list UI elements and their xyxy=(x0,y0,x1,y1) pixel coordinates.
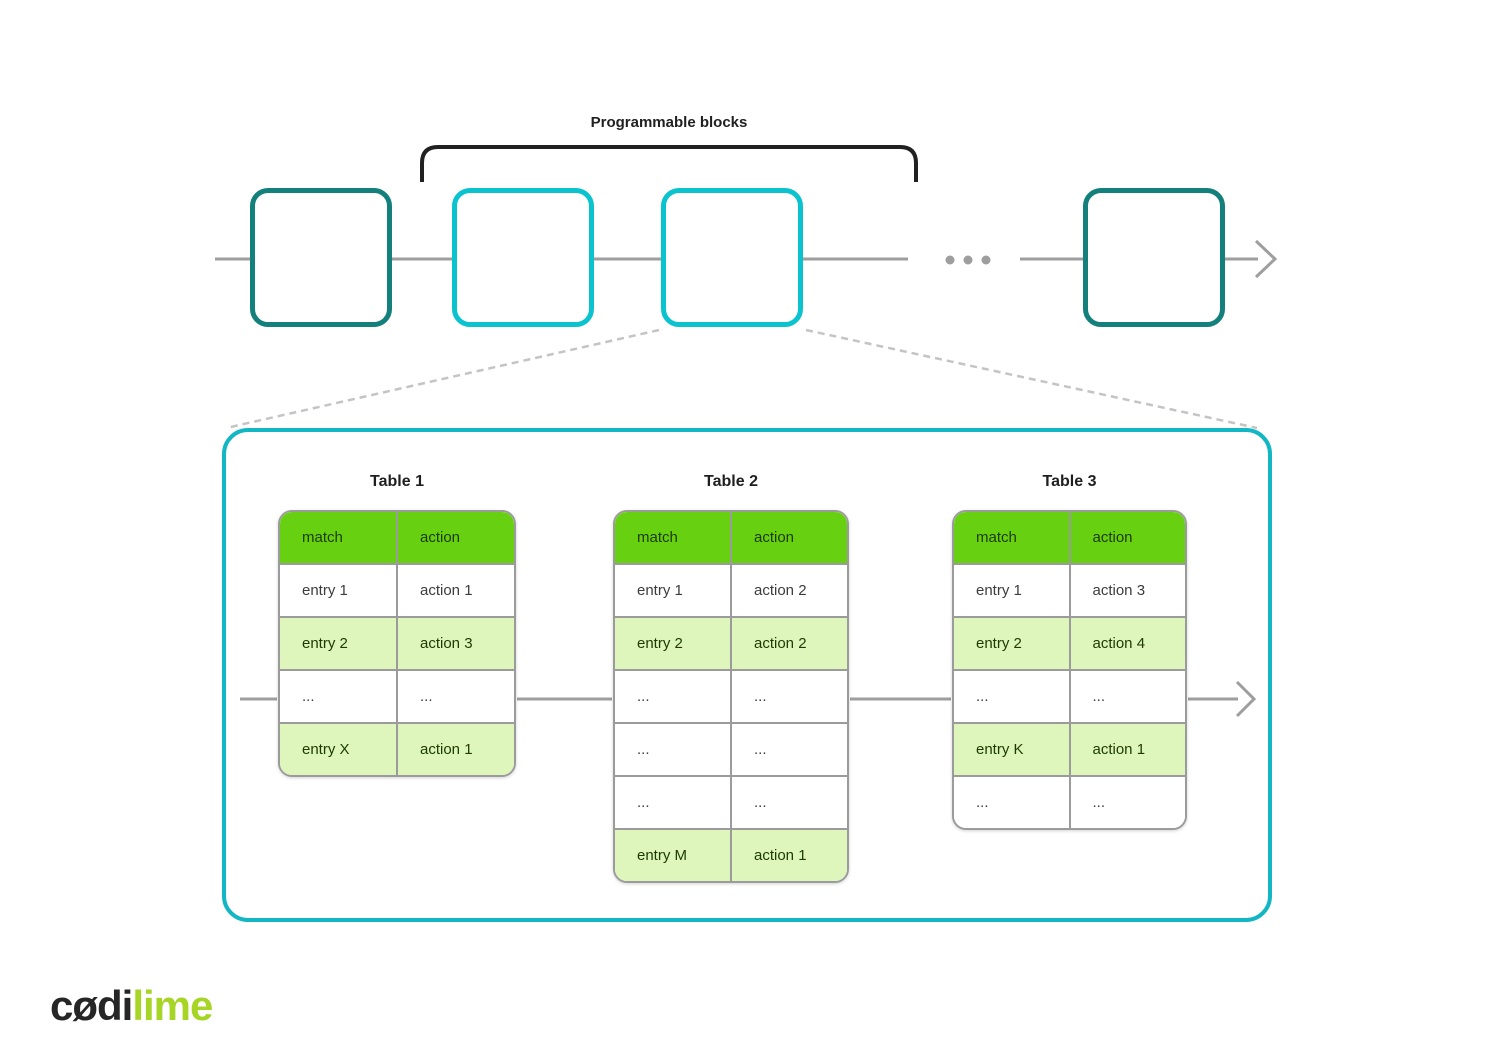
table-title: Table 3 xyxy=(1042,473,1097,490)
match-cell: entry M xyxy=(615,830,732,881)
programmable-blocks-label: Programmable blocks xyxy=(590,114,748,131)
table-2-wrap: Table 2 match action entry 1 action 2 en… xyxy=(613,473,849,883)
table-row: entry 2 action 2 xyxy=(615,616,847,669)
action-cell: ... xyxy=(754,741,767,758)
match-cell: ... xyxy=(615,724,732,775)
match-cell: entry 1 xyxy=(615,565,732,616)
table-row: entry 2 action 4 xyxy=(954,616,1185,669)
action-cell: action 2 xyxy=(754,582,807,599)
action-column-header: action xyxy=(1070,512,1185,563)
match-cell: ... xyxy=(954,671,1071,722)
table-header-row: match action xyxy=(954,512,1185,563)
match-cell: entry 1 xyxy=(954,565,1071,616)
action-cell: ... xyxy=(1092,794,1106,811)
action-cell: action 1 xyxy=(732,830,847,881)
table-row: ... ... xyxy=(954,775,1185,828)
table-row: ... ... xyxy=(280,669,514,722)
pipeline-block-3 xyxy=(661,188,803,327)
table-row: entry 1 action 1 xyxy=(280,563,514,616)
ellipsis-dots-icon xyxy=(945,255,991,265)
match-column-header: match xyxy=(954,512,1071,563)
match-cell: entry K xyxy=(954,724,1071,775)
match-cell: entry 2 xyxy=(280,618,398,669)
table-row: entry M action 1 xyxy=(615,828,847,881)
logo-codi-text: cødi xyxy=(50,982,133,1029)
zoom-dashed-line-left xyxy=(225,328,660,430)
match-cell: entry 2 xyxy=(615,618,732,669)
zoom-dashed-line-right xyxy=(805,328,1258,430)
action-cell: action 2 xyxy=(732,618,847,669)
match-cell: ... xyxy=(280,671,398,722)
action-cell: ... xyxy=(1092,688,1106,705)
match-column-header: match xyxy=(280,512,398,563)
table-flow-arrow-icon xyxy=(1235,680,1257,718)
action-column-header: action xyxy=(398,512,514,563)
programmable-blocks-bracket xyxy=(420,145,918,182)
match-cell: entry 2 xyxy=(954,618,1071,669)
action-cell: action 3 xyxy=(398,618,514,669)
logo-lime-text: lime xyxy=(132,982,213,1029)
table-row: ... ... xyxy=(615,775,847,828)
table-row: entry 1 action 2 xyxy=(615,563,847,616)
match-cell: ... xyxy=(954,777,1071,828)
table-row: ... ... xyxy=(954,669,1185,722)
table-title: Table 2 xyxy=(704,473,758,490)
pipeline-arrow-icon xyxy=(1254,239,1278,279)
pipeline-block-1 xyxy=(250,188,392,327)
match-action-table-1: match action entry 1 action 1 entry 2 ac… xyxy=(278,510,516,777)
match-action-table-3: match action entry 1 action 3 entry 2 ac… xyxy=(952,510,1187,830)
table-row: entry K action 1 xyxy=(954,722,1185,775)
action-column-header: action xyxy=(732,512,847,563)
action-cell: ... xyxy=(420,688,433,705)
action-cell: action 4 xyxy=(1070,618,1185,669)
table-title: Table 1 xyxy=(370,473,424,490)
match-cell: entry X xyxy=(280,724,398,775)
action-cell: action 1 xyxy=(420,582,473,599)
table-1-wrap: Table 1 match action entry 1 action 1 en… xyxy=(278,473,516,777)
pipeline-block-2 xyxy=(452,188,594,327)
match-cell: ... xyxy=(615,777,732,828)
match-cell: ... xyxy=(615,671,732,722)
match-column-header: match xyxy=(615,512,732,563)
table-row: entry X action 1 xyxy=(280,722,514,775)
action-cell: ... xyxy=(754,688,767,705)
table-row: entry 1 action 3 xyxy=(954,563,1185,616)
programmable-block-detail-panel xyxy=(222,428,1272,922)
table-row: entry 2 action 3 xyxy=(280,616,514,669)
action-cell: ... xyxy=(754,794,767,811)
table-header-row: match action xyxy=(280,512,514,563)
table-row: ... ... xyxy=(615,669,847,722)
match-action-table-2: match action entry 1 action 2 entry 2 ac… xyxy=(613,510,849,883)
table-3-wrap: Table 3 match action entry 1 action 3 en… xyxy=(952,473,1187,830)
match-cell: entry 1 xyxy=(280,565,398,616)
table-row: ... ... xyxy=(615,722,847,775)
table-header-row: match action xyxy=(615,512,847,563)
action-cell: action 1 xyxy=(1070,724,1185,775)
codilime-logo: cødilime xyxy=(50,982,213,1030)
pipeline-block-4 xyxy=(1083,188,1225,327)
action-cell: action 1 xyxy=(398,724,514,775)
action-cell: action 3 xyxy=(1092,582,1146,599)
